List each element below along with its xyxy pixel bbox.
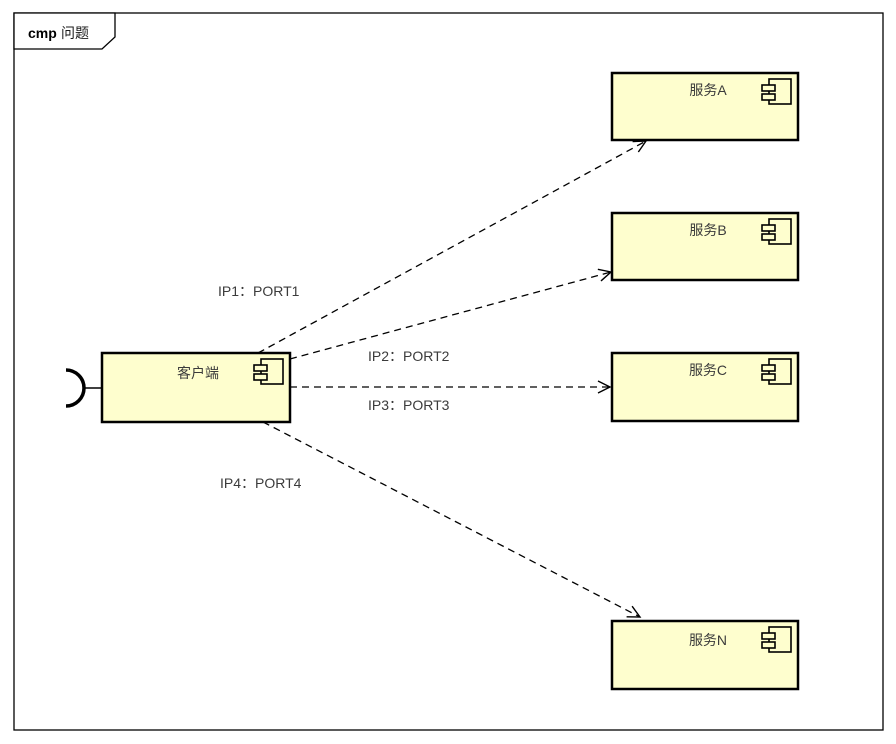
frame-title-tab: [13, 12, 116, 50]
component-service-a: 服务A: [610, 71, 800, 142]
edges: IP1：PORT1 IP2：PORT2 IP3：PORT3 IP4：PORT4: [218, 140, 648, 618]
component-service-b-label: 服务B: [689, 222, 726, 238]
component-service-b-box: [610, 211, 800, 282]
edge-label-ip1: IP1：PORT1: [218, 283, 300, 299]
component-service-b: 服务B: [610, 211, 800, 282]
frame-keyword: cmp: [28, 25, 57, 41]
component-icon: [761, 626, 792, 653]
component-icon: [761, 78, 792, 105]
edge-client-service-n: [262, 421, 642, 618]
component-icon: [761, 358, 792, 385]
component-service-n-label: 服务N: [689, 632, 727, 648]
edge-label-ip2: IP2：PORT2: [368, 348, 450, 364]
component-client-label: 客户端: [177, 365, 219, 381]
component-icon: [761, 218, 792, 245]
edge-client-service-b: [289, 268, 613, 360]
edge-client-service-a: [257, 140, 648, 354]
frame-title: 问题: [61, 25, 89, 41]
edge-label-ip4: IP4：PORT4: [220, 475, 302, 491]
component-service-a-label: 服务A: [689, 82, 727, 98]
component-client: 客户端: [100, 351, 292, 424]
socket-icon: [65, 368, 102, 408]
component-service-c: 服务C: [610, 351, 800, 423]
edge-label-ip3: IP3：PORT3: [368, 397, 450, 413]
component-service-n: 服务N: [610, 619, 800, 691]
component-icon: [253, 358, 284, 385]
component-service-a-box: [610, 71, 800, 142]
component-service-c-label: 服务C: [689, 362, 727, 378]
